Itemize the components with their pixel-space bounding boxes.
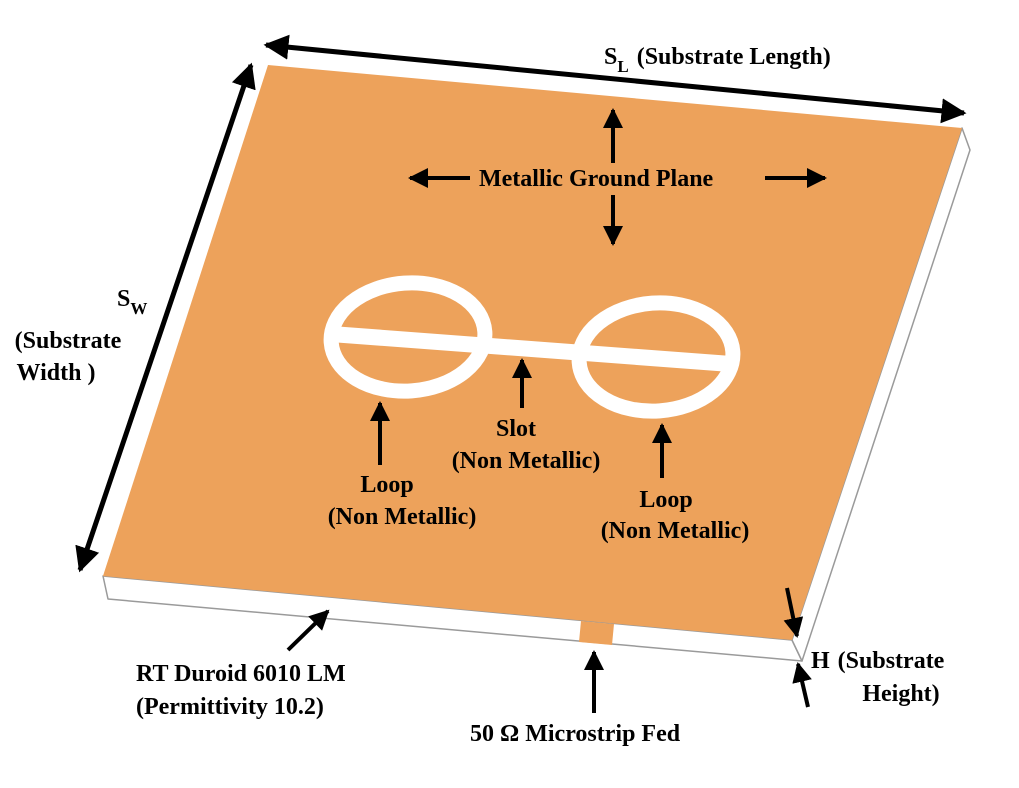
- substrate-height-arrow-top: [783, 587, 804, 638]
- length-subscript: L: [617, 57, 628, 76]
- material-label-line2: (Permittivity 10.2): [136, 694, 324, 720]
- loop-right: [571, 295, 741, 419]
- substrate-width-arrow: [75, 62, 256, 573]
- width-subscript: W: [130, 299, 147, 318]
- slot-line: [330, 326, 732, 372]
- slot-structure: [323, 275, 741, 419]
- substrate-length-label: SL (Substrate Length): [604, 44, 831, 76]
- substrate-length-arrow: [263, 34, 967, 124]
- loop-left-label-line1: Loop: [360, 472, 413, 498]
- slot-label-line1: Slot: [496, 416, 536, 442]
- height-label-line2: Height): [862, 681, 939, 707]
- width-text-line2: Width ): [17, 360, 96, 386]
- material-label-line1: RT Duroid 6010 LM: [136, 661, 346, 687]
- microstrip-feed-line: [579, 621, 614, 645]
- height-label-line1: H (Substrate: [811, 648, 945, 674]
- loop-left: [323, 275, 493, 399]
- loop-right-label-line2: (Non Metallic): [601, 518, 750, 544]
- substrate-width-symbol-label: SW: [117, 286, 147, 318]
- height-text-line1: (Substrate: [838, 648, 945, 674]
- width-text-line1: (Substrate: [15, 328, 122, 354]
- ground-plane-label: Metallic Ground Plane: [479, 166, 714, 192]
- loop-right-label-line1: Loop: [639, 487, 692, 513]
- height-symbol: H: [811, 648, 830, 674]
- length-symbol: S: [604, 44, 617, 70]
- feed-label: 50 Ω Microstrip Fed: [470, 721, 681, 747]
- loop-left-label-line2: (Non Metallic): [328, 504, 477, 530]
- slot-label-line2: (Non Metallic): [452, 448, 601, 474]
- material-pointer-arrow: [286, 609, 330, 652]
- length-text: (Substrate Length): [637, 44, 831, 70]
- substrate-height-arrow-bottom: [792, 662, 812, 708]
- width-symbol: S: [117, 286, 130, 312]
